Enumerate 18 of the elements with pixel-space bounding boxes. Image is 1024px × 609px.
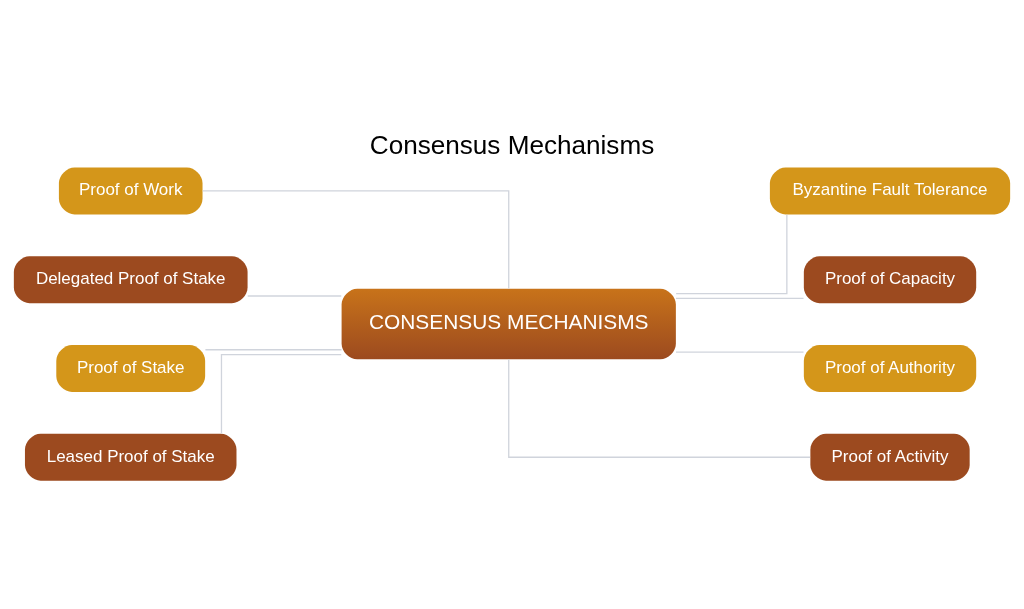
node-box: Byzantine Fault Tolerance: [769, 167, 1011, 215]
connector: [675, 297, 805, 300]
connector: [247, 295, 342, 297]
node-box: Proof of Work: [58, 167, 203, 215]
node-box: Leased Proof of Stake: [24, 433, 237, 481]
connector: [675, 351, 805, 353]
connector: [202, 190, 510, 290]
node-box: Proof of Authority: [803, 345, 977, 392]
connector: [220, 353, 342, 435]
node-box: Proof of Stake: [56, 345, 206, 392]
connector: [675, 214, 788, 295]
node-box: Proof of Activity: [810, 433, 970, 481]
node-box: Proof of Capacity: [803, 256, 977, 304]
connector: [508, 358, 811, 458]
diagram-title: Consensus Mechanisms: [369, 130, 655, 161]
node-box: CONSENSUS MECHANISMS: [341, 288, 676, 360]
node-box: Delegated Proof of Stake: [13, 256, 248, 304]
connector: [204, 349, 343, 351]
